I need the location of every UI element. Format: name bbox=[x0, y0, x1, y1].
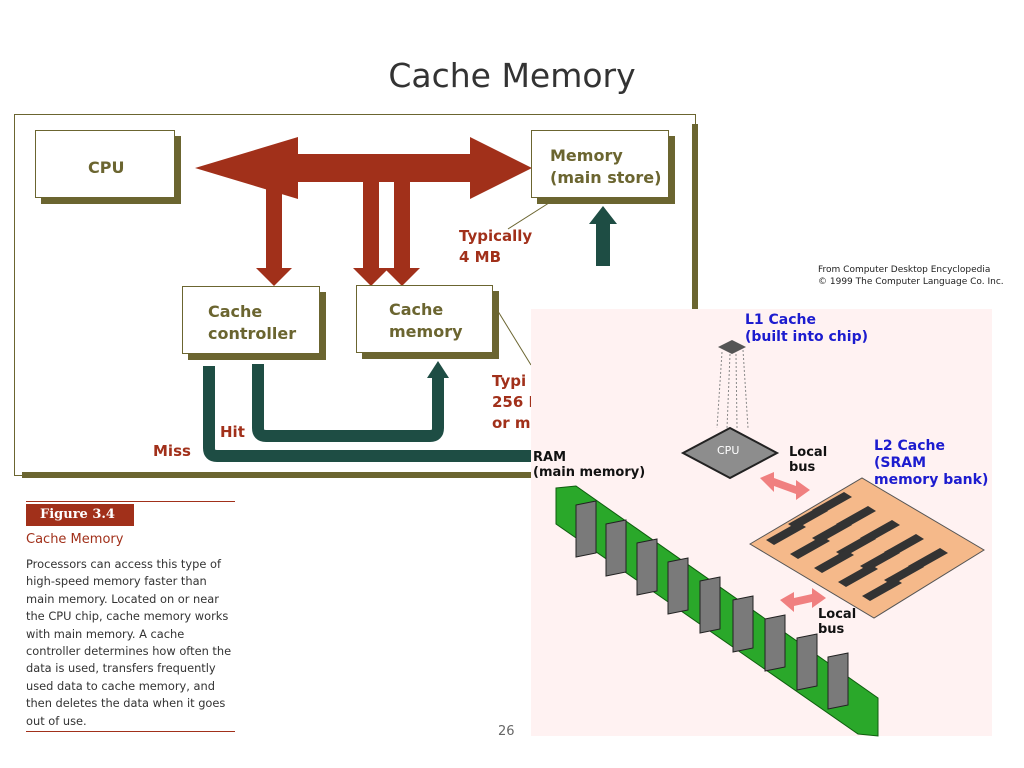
l1-chip bbox=[718, 340, 746, 354]
sram-chips bbox=[766, 492, 948, 601]
cpu-box-label: CPU bbox=[88, 158, 125, 177]
local-bus-arrow-2 bbox=[780, 588, 826, 612]
typically-4mb-label: Typically 4 MB bbox=[459, 227, 533, 266]
slide-title: Cache Memory bbox=[388, 56, 636, 95]
panel-shadow-bottom bbox=[22, 472, 698, 478]
memory-box: Memory (main store) bbox=[531, 130, 669, 198]
typically-256-label: Typi 256 I or m bbox=[492, 372, 535, 432]
up-arrow-memory bbox=[589, 206, 617, 266]
caption-rule-top bbox=[26, 501, 235, 502]
cpu-chip bbox=[680, 426, 780, 480]
l1-cache-label: L1 Cache (built into chip) bbox=[745, 312, 868, 345]
l2-cache-label: L2 Cache (SRAM memory bank) bbox=[874, 438, 989, 488]
down-arrow-cache-2 bbox=[384, 182, 420, 286]
memory-box-line2: (main store) bbox=[550, 168, 662, 187]
ram-label: RAM (main memory) bbox=[533, 450, 646, 480]
local-bus-arrow-1 bbox=[760, 472, 810, 500]
cache-memory-line1: Cache bbox=[389, 300, 444, 319]
local-bus-label-2: Local bus bbox=[818, 607, 857, 637]
miss-label: Miss bbox=[153, 442, 191, 460]
hit-label: Hit bbox=[220, 423, 245, 441]
memory-box-line1: Memory bbox=[550, 146, 623, 165]
cpu-box: CPU bbox=[35, 130, 175, 198]
cache-controller-line2: controller bbox=[208, 324, 297, 343]
figure-caption-text: Processors can access this type of high-… bbox=[26, 557, 232, 728]
local-bus-label-1: Local bus bbox=[789, 445, 828, 475]
cache-memory-line2: memory bbox=[389, 322, 463, 341]
down-arrow-controller bbox=[256, 182, 292, 286]
cache-memory-box: Cache memory bbox=[356, 285, 493, 353]
cache-controller-line1: Cache bbox=[208, 302, 263, 321]
page-number: 26 bbox=[498, 724, 515, 739]
down-arrow-cache-1 bbox=[353, 182, 389, 286]
figure-tag: Figure 3.4 bbox=[26, 504, 134, 526]
cpu-chip-label: CPU bbox=[717, 444, 740, 457]
panel-shadow-right bbox=[692, 124, 698, 479]
figure-title: Cache Memory bbox=[26, 532, 124, 547]
ram-chips bbox=[575, 500, 849, 710]
caption-rule-bottom bbox=[26, 731, 235, 732]
hit-loop-arrow bbox=[252, 364, 444, 442]
miss-line bbox=[203, 366, 531, 462]
cache-controller-box: Cache controller bbox=[182, 286, 320, 354]
source-note: From Computer Desktop Encyclopedia © 199… bbox=[818, 265, 1004, 287]
